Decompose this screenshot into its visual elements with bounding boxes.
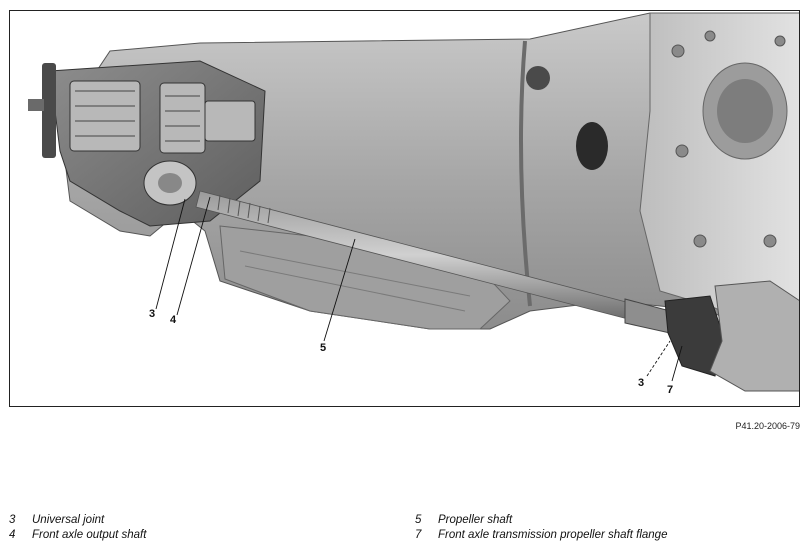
callout-universal-joint-rear: 3 (638, 377, 645, 389)
legend-item: 4 Front axle output shaft (9, 528, 146, 543)
legend-text: Front axle output shaft (32, 529, 147, 541)
callout-propeller-shaft: 5 (320, 342, 327, 354)
gear-set (69, 80, 256, 154)
legend-number: 4 (9, 529, 16, 541)
bell-housing-bolts (671, 30, 786, 248)
legend-item: 7 Front axle transmission propeller shaf… (415, 528, 667, 543)
plug (576, 122, 608, 170)
output-flange (42, 63, 56, 158)
bell-housing (639, 12, 799, 332)
legend-item: 3 Universal joint (9, 513, 146, 528)
legend-right: 5 Propeller shaft 7 Front axle transmiss… (415, 513, 667, 543)
legend-text: Universal joint (32, 514, 105, 526)
legend-number: 5 (415, 514, 422, 526)
legend-number: 7 (415, 529, 422, 541)
leader-lines (155, 196, 683, 382)
vent-cap (526, 66, 550, 90)
figure-frame: 3 4 5 3 7 (9, 10, 800, 407)
legend-item: 5 Propeller shaft (415, 513, 667, 528)
transmission-illustration (28, 12, 799, 392)
legend-text: Front axle transmission propeller shaft … (438, 529, 668, 541)
axle-housing (709, 280, 799, 392)
figure-id: P41.20-2006-79 (735, 421, 800, 431)
callout-propeller-shaft-flange: 7 (667, 384, 674, 396)
shaft-splines (217, 194, 271, 224)
legend-text: Propeller shaft (438, 514, 513, 526)
joint-boot (664, 295, 726, 377)
output-stub (28, 99, 44, 111)
callout-universal-joint: 3 (149, 308, 156, 320)
legend-number: 3 (9, 514, 16, 526)
callout-front-axle-output-shaft: 4 (170, 314, 177, 326)
housing-seam (519, 40, 532, 307)
legend-left: 3 Universal joint 4 Front axle output sh… (9, 513, 146, 543)
